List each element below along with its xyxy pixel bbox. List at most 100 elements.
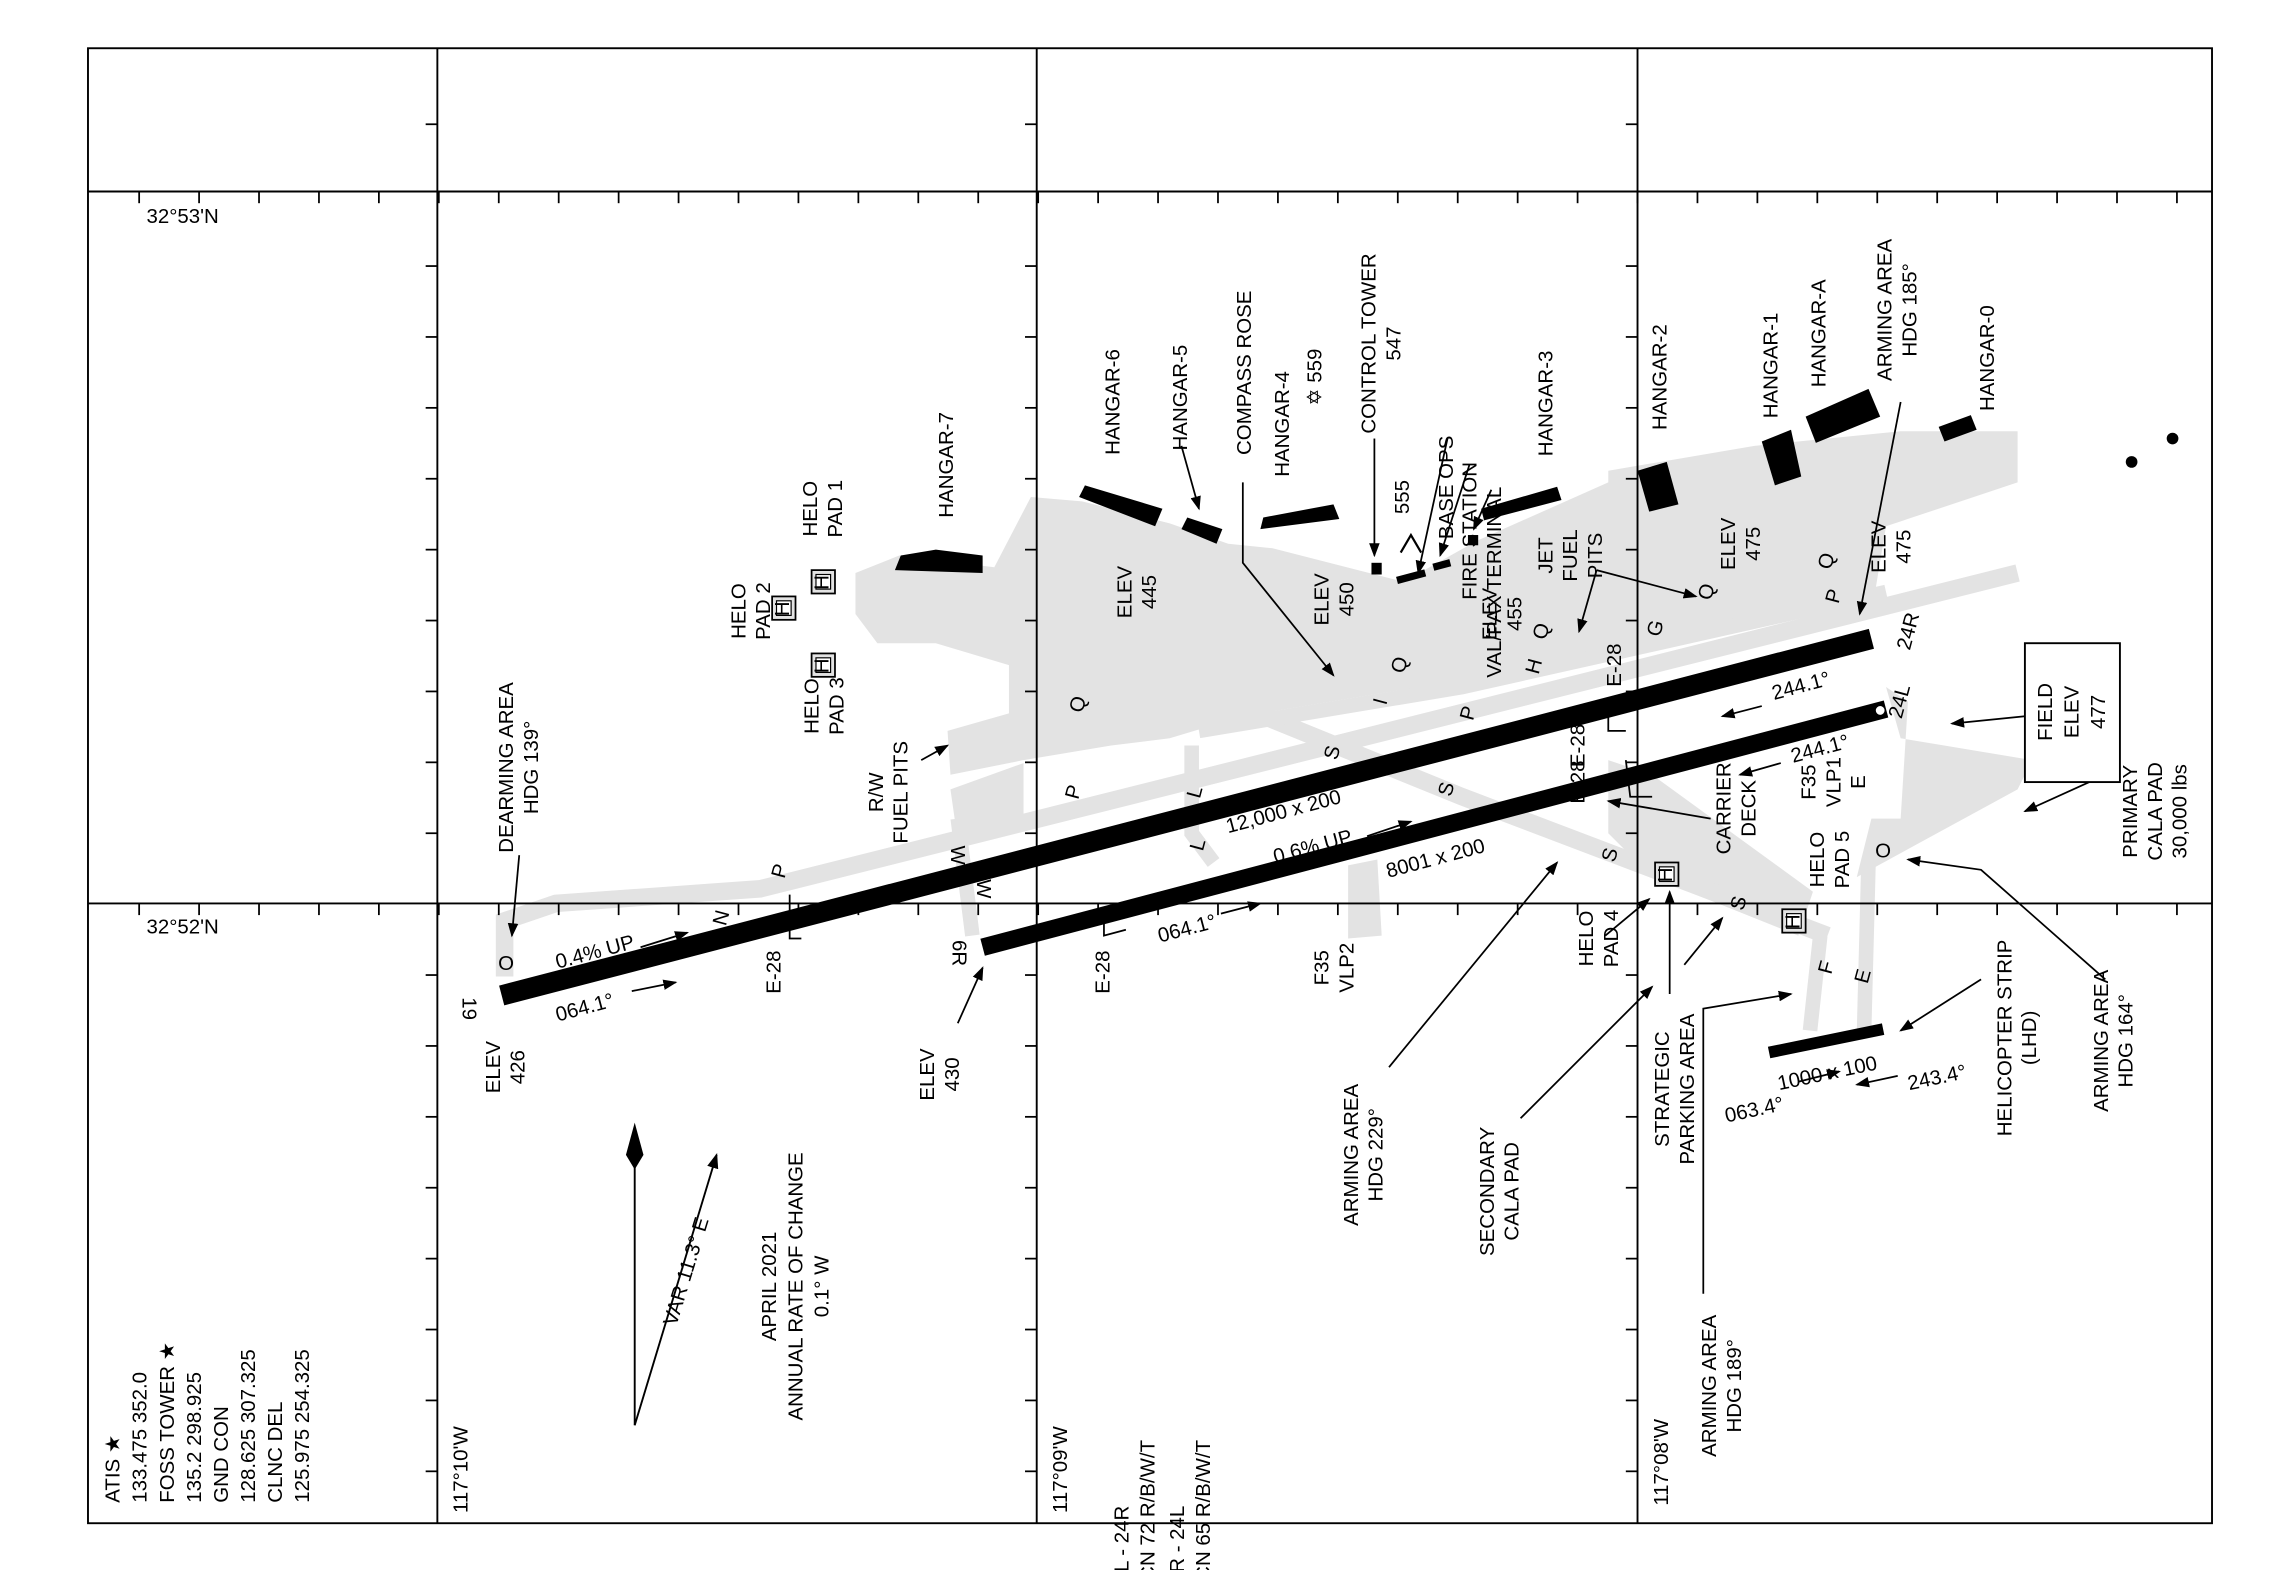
label-hangarA: HANGAR-A xyxy=(1808,279,1831,387)
label-twy-S3: S xyxy=(1597,845,1623,864)
leader-hangar-5 xyxy=(1180,445,1201,511)
label-val-pax: VAL/PAX TERMINAL xyxy=(1483,487,1506,678)
label-rwy6R: 6R xyxy=(947,940,970,966)
label-line: E-28 xyxy=(1603,644,1626,687)
leader-strategic-2 xyxy=(1683,916,1724,966)
label-line: 555 xyxy=(1391,480,1414,514)
label-line: DEARMING AREA xyxy=(495,682,518,853)
label-line: COMPASS ROSE xyxy=(1233,291,1256,455)
hold-line-e28 xyxy=(1103,920,1127,937)
label-line: CONTROL TOWER xyxy=(1357,253,1380,433)
label-line: HELO xyxy=(799,481,822,537)
label-line: P xyxy=(767,861,793,880)
label-twy-S4: S xyxy=(1726,894,1752,913)
label-line: ELEV xyxy=(1717,517,1740,570)
label-hdg-063: 063.4° xyxy=(1723,1092,1786,1127)
label-line: S xyxy=(1320,743,1346,762)
helipad-icon: H xyxy=(1781,908,1807,934)
latitude-label: 32°53'N xyxy=(146,205,218,228)
label-twy-Q4: Q xyxy=(1693,581,1719,602)
label-line: E xyxy=(1847,775,1870,789)
label-line: 064.1° xyxy=(1155,910,1218,948)
label-rwy19: 19 xyxy=(458,997,481,1020)
label-line: S xyxy=(1597,845,1623,864)
label-line: PAD 3 xyxy=(825,677,848,735)
label-line: W xyxy=(946,846,969,866)
label-line: Q xyxy=(1813,550,1839,571)
arrow-243 xyxy=(1855,1075,1898,1088)
label-line: I xyxy=(1369,696,1393,707)
label-line: ELEV xyxy=(2061,685,2084,738)
label-e28e: E-28 xyxy=(1566,760,1589,803)
label-base-ops: BASE OPS xyxy=(1435,436,1458,539)
main-apron xyxy=(855,431,2018,775)
helipad-icon: H xyxy=(811,569,836,595)
label-twy-P4: P xyxy=(1821,587,1847,606)
hold-line-e28 xyxy=(788,894,802,940)
label-line: 475 xyxy=(1742,527,1765,561)
label-line: E-28 xyxy=(1566,724,1589,767)
label-dim-1000: 1000 x 100 xyxy=(1775,1052,1879,1096)
helipad-icon: H xyxy=(1654,861,1680,887)
label-line: Q xyxy=(1065,694,1091,715)
label-hangar3: HANGAR-3 xyxy=(1534,351,1557,457)
label-line: E-28 xyxy=(762,951,785,994)
control-tower xyxy=(1371,562,1382,575)
helipad-icon: H xyxy=(771,595,797,621)
label-twy-L1: L xyxy=(1182,784,1207,801)
label-line: HANGAR-A xyxy=(1808,279,1831,387)
label-line: O xyxy=(1875,840,1891,863)
label-line: L xyxy=(1182,784,1207,801)
leader-arming-229 xyxy=(1388,861,1559,1068)
label-line: VAL/PAX TERMINAL xyxy=(1483,487,1506,678)
label-line: CALA PAD xyxy=(2144,762,2167,861)
hangar-6 xyxy=(1079,485,1163,527)
hangar-4 xyxy=(1260,504,1340,530)
label-line: ELEV xyxy=(916,1048,939,1101)
east-apron xyxy=(1856,687,2033,878)
frequency-line: 133.475 352.0 xyxy=(129,1372,152,1503)
label-line: HANGAR-7 xyxy=(935,412,958,518)
obstruction-dot xyxy=(2125,456,2138,468)
leader-arming-189 xyxy=(1702,990,1793,1294)
label-line: Rwy 6R - 24L xyxy=(1166,1506,1189,1570)
label-line: N xyxy=(708,908,734,928)
label-line: HANGAR-3 xyxy=(1534,351,1557,457)
strategic-parking-area xyxy=(1608,760,1813,936)
label-hangar2: HANGAR-2 xyxy=(1648,324,1671,430)
taxiway-f xyxy=(1802,934,1828,1032)
label-line: CALA PAD xyxy=(1501,1142,1524,1241)
label-line: 24R xyxy=(1892,610,1924,652)
label-line: P xyxy=(1821,587,1847,606)
label-line: F35 xyxy=(1797,764,1820,799)
label-line: 063.4° xyxy=(1723,1092,1786,1127)
label-line: HDG 189° xyxy=(1723,1339,1746,1432)
label-e28c: E-28 xyxy=(1603,644,1626,687)
label-line: ELEV xyxy=(1311,573,1334,626)
label-line: VLP2 xyxy=(1335,943,1358,993)
frequency-line: 135.2 298.925 xyxy=(183,1372,206,1503)
label-line: E-28 xyxy=(1091,951,1114,994)
grid xyxy=(87,47,2213,1525)
label-twy-P2: P xyxy=(1061,782,1087,801)
label-twy-O1: O xyxy=(498,952,514,975)
leader-fire-station xyxy=(1438,464,1471,558)
leader-compass-rose xyxy=(1241,482,1335,677)
label-line: S xyxy=(1726,894,1752,913)
label-twy-P3: P xyxy=(767,861,793,880)
label-line: 243.4° xyxy=(1906,1060,1969,1095)
label-twy-S2: S xyxy=(1434,780,1460,799)
label-line: VLP1 xyxy=(1822,757,1845,807)
label-hangar5: HANGAR-5 xyxy=(1169,345,1192,451)
leader-helo-pad-4 xyxy=(1604,897,1651,937)
